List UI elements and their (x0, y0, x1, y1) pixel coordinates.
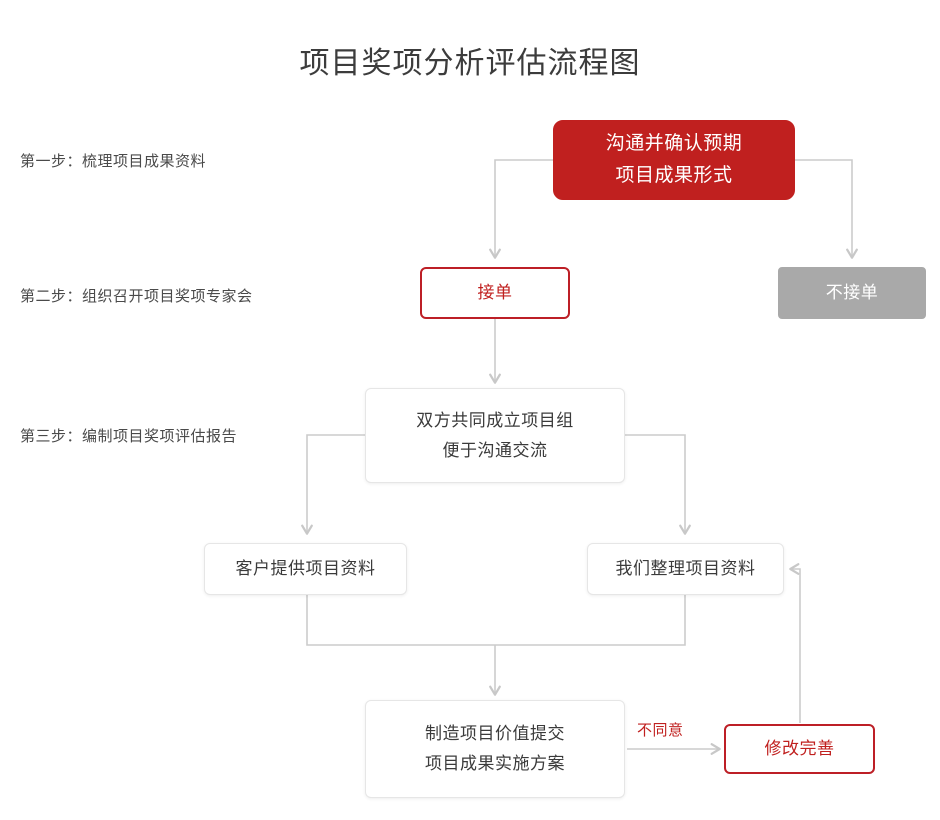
node-reject-label: 不接单 (825, 283, 879, 302)
node-form-team-line2: 便于沟通交流 (442, 440, 548, 460)
edge-revise-to-ours (789, 563, 801, 723)
page-title: 项目奖项分析评估流程图 (299, 47, 641, 80)
node-our-materials[interactable]: 我们整理项目资料 (587, 543, 784, 595)
node-value-plan-line1: 制造项目价值提交 (425, 724, 565, 743)
edge-team-to-client (301, 434, 365, 535)
node-value-plan-line2: 项目成果实施方案 (425, 754, 565, 773)
node-form-team-line1: 双方共同成立项目组 (416, 410, 574, 430)
edge-confirm-to-reject (795, 159, 858, 259)
edge-materials-merge (306, 595, 686, 646)
edge-team-to-ours (625, 434, 691, 535)
step-label-2: 第二步：组织召开项目奖项专家会 (20, 288, 253, 305)
node-confirm-expectation[interactable]: 沟通并确认预期 项目成果形式 (553, 120, 795, 200)
step-label-1: 第一步：梳理项目成果资料 (20, 153, 207, 170)
node-form-team[interactable]: 双方共同成立项目组 便于沟通交流 (365, 388, 625, 483)
node-client-materials-label: 客户提供项目资料 (235, 559, 376, 578)
node-our-materials-label: 我们整理项目资料 (615, 559, 756, 578)
node-client-materials[interactable]: 客户提供项目资料 (204, 543, 407, 595)
node-confirm-expectation-line1: 沟通并确认预期 (605, 133, 743, 154)
node-reject[interactable]: 不接单 (778, 267, 926, 319)
node-revise-label: 修改完善 (764, 739, 835, 758)
node-revise[interactable]: 修改完善 (724, 724, 875, 774)
step-label-3: 第三步：编制项目奖项评估报告 (20, 428, 238, 445)
node-accept-label: 接单 (477, 283, 513, 302)
node-value-plan[interactable]: 制造项目价值提交 项目成果实施方案 (365, 700, 625, 798)
node-accept[interactable]: 接单 (420, 267, 570, 319)
node-confirm-expectation-line2: 项目成果形式 (615, 165, 733, 186)
edge-confirm-to-accept (489, 159, 553, 259)
edge-label-disagree: 不同意 (637, 722, 684, 739)
